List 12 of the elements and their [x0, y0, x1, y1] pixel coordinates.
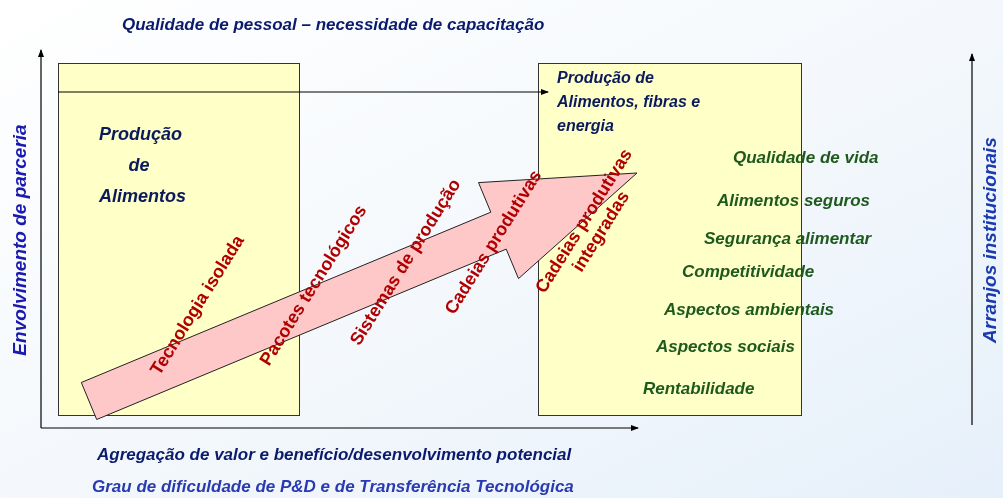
axis-title: Grau de dificuldade de P&D e de Transferência Tecnológica	[92, 476, 574, 498]
axis-title: Agregação de valor e benefício/desenvolvimento potencial	[97, 444, 572, 466]
arrow	[57, 89, 549, 95]
block-arrow	[80, 172, 638, 420]
axis-title: Arranjos institucionais	[979, 137, 1001, 343]
benefit-label: Alimentos seguros	[717, 190, 871, 212]
box-heading: Produção de Alimentos, fibras e energia	[557, 68, 702, 136]
title: Qualidade de pessoal – necessidade de capacitação	[122, 14, 545, 36]
benefit-label: Aspectos sociais	[656, 336, 795, 358]
axis-title: Envolvimento de parceria	[9, 124, 31, 356]
box-heading: Produção de Alimentos	[98, 123, 187, 208]
benefit-label: Rentabilidade	[643, 378, 755, 400]
